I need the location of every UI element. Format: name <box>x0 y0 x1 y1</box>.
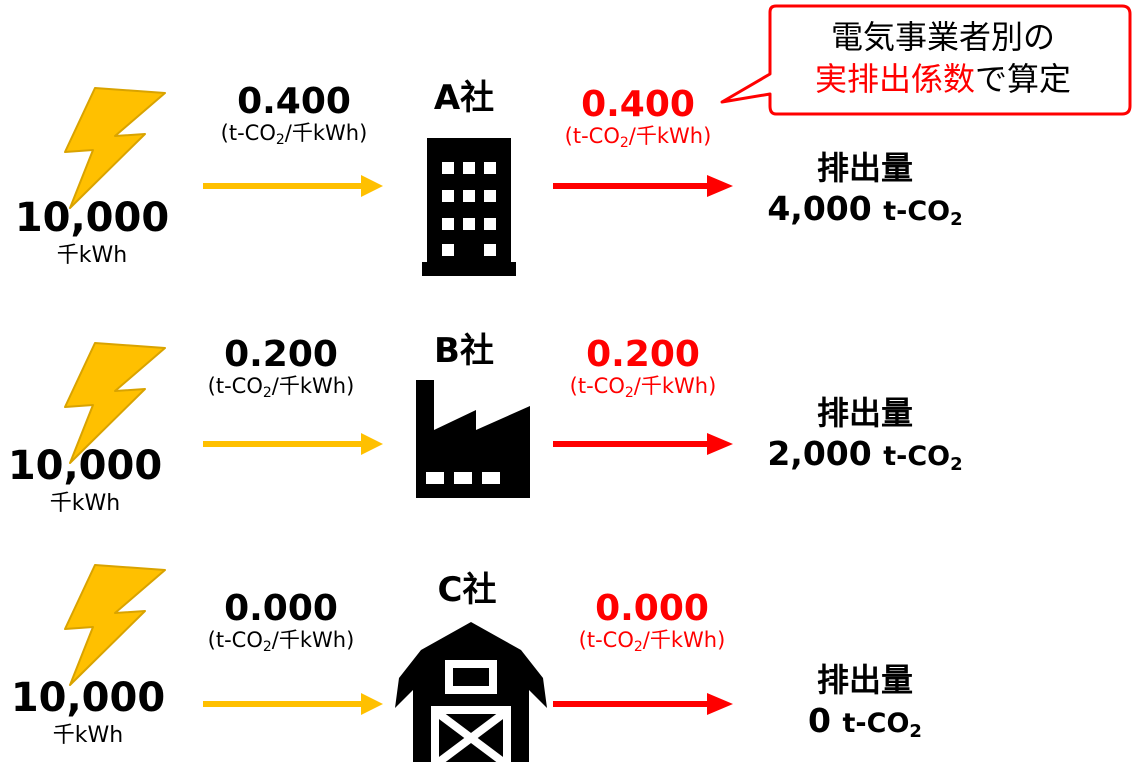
emission-amount: 0 t-CO2 <box>808 701 922 742</box>
emission-value: 0 <box>808 701 832 740</box>
emission-value: 4,000 <box>767 189 872 228</box>
output-coefficient: 0.400 (t-CO2/千kWh) <box>518 84 758 151</box>
lightning-bolt-icon <box>25 333 185 473</box>
callout-text: 電気事業者別の 実排出係数で算定 <box>758 16 1128 100</box>
output-coefficient-value: 0.400 <box>581 84 695 125</box>
usage-value: 10,000 <box>10 675 166 721</box>
emission-label: 排出量 <box>816 394 913 432</box>
output-coefficient-value: 0.200 <box>586 334 700 375</box>
input-coefficient-value: 0.400 <box>237 81 351 122</box>
emission-amount: 2,000 t-CO2 <box>767 434 963 475</box>
input-coefficient: 0.200 (t-CO2/千kWh) <box>161 334 401 401</box>
coefficient-unit: (t-CO2/千kWh) <box>569 374 717 401</box>
company-name: A社 <box>433 78 495 118</box>
callout-line-2: 実排出係数で算定 <box>758 58 1128 100</box>
output-arrow <box>553 175 733 197</box>
emission-label: 排出量 <box>816 661 913 699</box>
input-arrow <box>203 433 383 455</box>
input-coefficient: 0.000 (t-CO2/千kWh) <box>161 588 401 655</box>
input-coefficient-value: 0.000 <box>224 588 338 629</box>
output-arrow <box>553 433 733 455</box>
callout-highlight: 実排出係数 <box>814 60 975 98</box>
coefficient-unit: (t-CO2/千kWh) <box>207 374 355 401</box>
callout-line-2-rest: で算定 <box>975 60 1072 98</box>
input-coefficient-value: 0.200 <box>224 334 338 375</box>
usage-value: 10,000 <box>14 195 170 241</box>
usage-unit: 千kWh <box>52 723 124 748</box>
coefficient-unit: (t-CO2/千kWh) <box>578 628 726 655</box>
input-coefficient: 0.400 (t-CO2/千kWh) <box>174 81 414 148</box>
usage-unit: 千kWh <box>56 243 128 268</box>
output-coefficient-value: 0.000 <box>595 588 709 629</box>
input-arrow <box>203 175 383 197</box>
emission-amount: 4,000 t-CO2 <box>767 189 963 230</box>
output-coefficient: 0.000 (t-CO2/千kWh) <box>532 588 772 655</box>
callout-bubble: 電気事業者別の 実排出係数で算定 <box>718 4 1134 120</box>
coefficient-unit: (t-CO2/千kWh) <box>207 628 355 655</box>
usage-value: 10,000 <box>7 443 163 489</box>
factory-icon <box>412 380 530 498</box>
company-name: C社 <box>437 570 497 610</box>
company-name: B社 <box>434 331 494 371</box>
emission-label: 排出量 <box>816 149 913 187</box>
emission-block: 排出量 2,000 t-CO2 <box>715 393 1015 478</box>
office-building-icon <box>422 132 516 276</box>
lightning-bolt-icon <box>25 555 185 695</box>
input-arrow <box>203 693 383 715</box>
usage-unit: 千kWh <box>49 491 121 516</box>
output-arrow <box>553 693 733 715</box>
coefficient-unit: (t-CO2/千kWh) <box>220 121 368 148</box>
lightning-bolt-icon <box>25 78 185 218</box>
emission-value: 2,000 <box>767 434 872 473</box>
emission-block: 排出量 4,000 t-CO2 <box>715 148 1015 233</box>
output-coefficient: 0.200 (t-CO2/千kWh) <box>523 334 763 401</box>
emission-block: 排出量 0 t-CO2 <box>715 660 1015 745</box>
callout-line-1: 電気事業者別の <box>830 18 1055 56</box>
barn-icon <box>395 620 547 762</box>
coefficient-unit: (t-CO2/千kWh) <box>564 124 712 151</box>
